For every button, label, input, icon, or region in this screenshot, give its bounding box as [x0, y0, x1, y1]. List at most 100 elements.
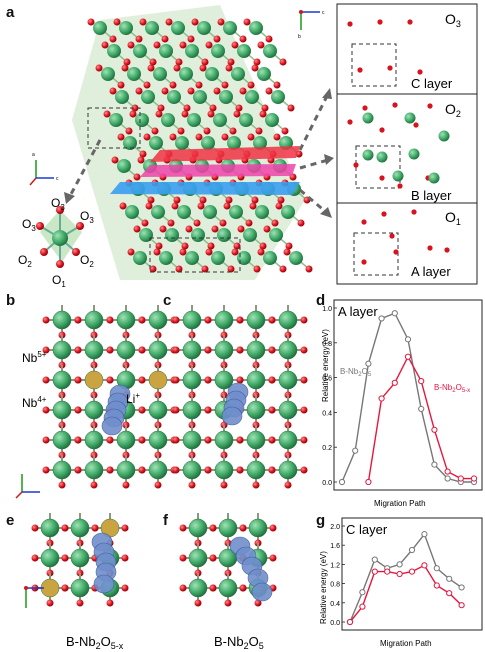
o-atom	[201, 58, 209, 66]
o-atom	[106, 466, 114, 474]
y-tick-label: 0.4	[322, 410, 332, 417]
nb-atom	[281, 205, 295, 219]
chart-g-ylabel: Relative energy (eV)	[319, 551, 328, 624]
o-atom	[147, 196, 155, 204]
o-atom	[305, 265, 313, 273]
o-atom	[157, 104, 165, 112]
o-atom	[251, 196, 259, 204]
series-point-1	[470, 475, 478, 482]
layer-nb-atom	[428, 172, 440, 184]
o-atom	[135, 87, 143, 95]
o-atom	[247, 133, 255, 141]
nbo6-octahedron	[36, 206, 84, 268]
nb-atom	[278, 370, 298, 390]
o-atom	[251, 64, 259, 72]
o-atom	[195, 81, 203, 89]
nb-atom	[52, 460, 72, 480]
series-point-1	[458, 602, 465, 609]
nb-atom	[70, 578, 90, 598]
o-atom	[76, 599, 84, 607]
o1-label: O1	[52, 273, 66, 289]
nb-atom	[52, 340, 72, 360]
chart-g-frame	[341, 517, 483, 631]
axis-b-label-top: b	[298, 34, 301, 40]
panel-label-d: d	[316, 292, 326, 309]
nb-atom	[188, 578, 208, 598]
o-atom	[165, 18, 173, 26]
o-atom	[259, 242, 267, 250]
nb-atom	[219, 90, 233, 104]
nb-atom	[84, 340, 104, 360]
o-atom	[123, 58, 131, 66]
caption-e: B-Nb2O5-x	[66, 634, 124, 651]
arrowhead-oct	[64, 192, 75, 204]
o-atom	[133, 173, 141, 181]
o-atom	[169, 81, 177, 89]
layer-o-atom	[361, 219, 367, 225]
nb-atom	[227, 136, 241, 150]
o-atom	[149, 58, 157, 66]
series-point-1	[359, 603, 366, 610]
o-atom	[127, 41, 135, 49]
axis-c-label: c	[56, 176, 59, 182]
panel-c-lattice	[172, 305, 308, 489]
o-atom	[233, 110, 241, 118]
o-atom	[74, 436, 82, 444]
o-atom	[42, 346, 50, 354]
y-tick-label: 1.6	[330, 543, 340, 550]
series-point-0	[378, 315, 385, 322]
o-atom	[268, 466, 276, 474]
o-atom	[173, 196, 181, 204]
nb-atom	[182, 370, 202, 390]
o-atom	[121, 64, 129, 72]
nb-atom	[188, 548, 208, 568]
o-atom	[87, 18, 95, 26]
panel-label-e: e	[6, 512, 15, 529]
o-atom	[237, 225, 245, 233]
o-atom	[106, 376, 114, 384]
o-atom	[106, 346, 114, 354]
o-atom	[205, 248, 213, 256]
o-atom	[277, 196, 285, 204]
nb-atom	[229, 205, 243, 219]
axis-triad-b	[15, 474, 40, 499]
o-atom	[235, 104, 243, 112]
o-atom	[300, 436, 308, 444]
nb-atom	[165, 228, 179, 242]
nb-atom	[278, 430, 298, 450]
o-atom	[42, 466, 50, 474]
layer-nb-atom	[408, 148, 420, 160]
o-atom	[179, 248, 187, 256]
y-tick-label: 0.0	[330, 620, 340, 627]
nb-atom	[115, 90, 129, 104]
nb-atom	[182, 340, 202, 360]
o-atom	[219, 219, 227, 227]
layer-o-atom	[387, 65, 393, 71]
o-atom	[95, 64, 103, 72]
nb-atom	[159, 251, 173, 265]
nb-atom	[93, 21, 107, 35]
o-atom	[138, 466, 146, 474]
layer-o-atom	[413, 122, 419, 128]
y-tick-label: 0.0	[322, 480, 332, 487]
nb-atom	[257, 67, 271, 81]
chart-d-frame	[333, 299, 483, 491]
nb-atom	[253, 136, 267, 150]
o-atom	[265, 35, 273, 43]
o-atom	[122, 481, 130, 489]
o-atom	[236, 376, 244, 384]
nb-atom	[175, 136, 189, 150]
nb-atom	[246, 460, 266, 480]
o-atom	[167, 219, 175, 227]
o-atom	[74, 346, 82, 354]
nb-atom	[245, 90, 259, 104]
panel-b-lattice	[42, 305, 178, 489]
o-atom	[194, 599, 202, 607]
panels-bc-structures: Nb5+ Nb4+ Li+	[15, 305, 308, 499]
panel-e-lattice	[31, 513, 129, 607]
nb-atom	[107, 44, 121, 58]
layer-b-oxygen: O2	[445, 101, 461, 119]
nb-atom	[159, 44, 173, 58]
nb-atom	[205, 67, 219, 81]
chart-d-xlabel: Migration Path	[374, 499, 426, 508]
